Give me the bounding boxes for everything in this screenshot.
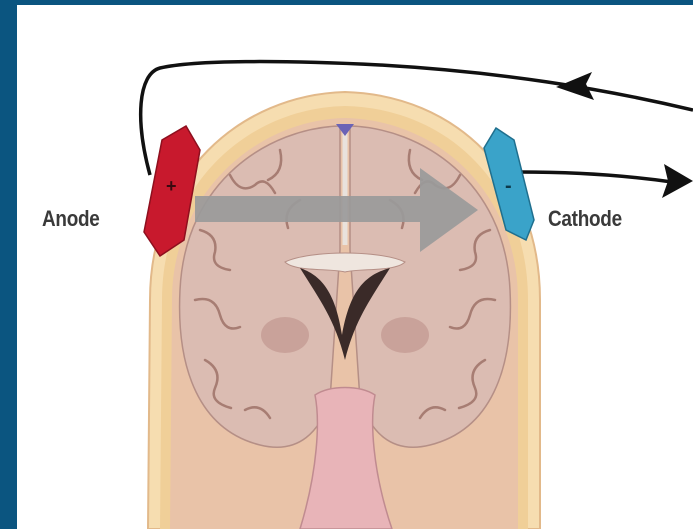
anode-sign: + — [166, 176, 177, 196]
head-cross-section — [148, 92, 540, 529]
thalamus-left — [261, 317, 309, 353]
anode-label: Anode — [42, 206, 100, 232]
wire-arrowhead-left — [556, 72, 594, 100]
circuit-wire-bottom — [520, 172, 672, 182]
cathode-sign: - — [505, 175, 512, 197]
thalamus-right — [381, 317, 429, 353]
cathode-label: Cathode — [548, 206, 622, 232]
